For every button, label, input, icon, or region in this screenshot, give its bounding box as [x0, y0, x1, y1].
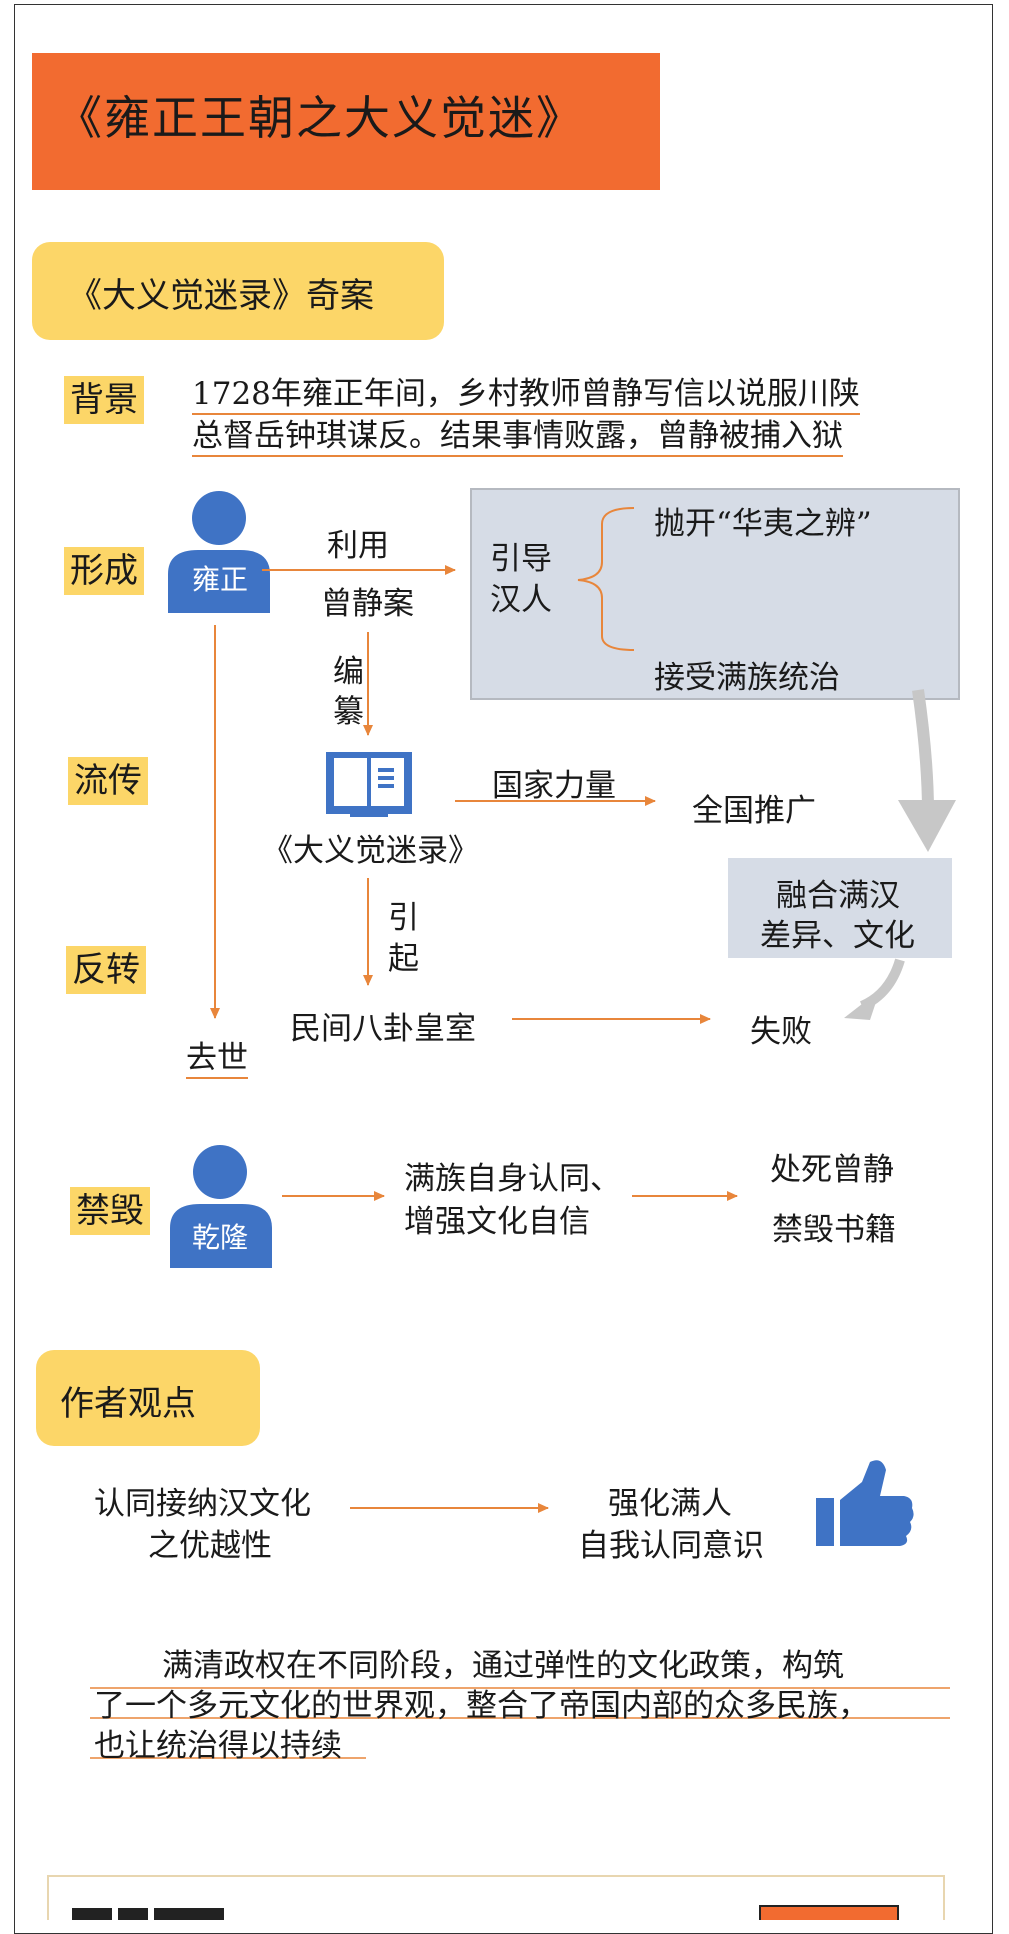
book-title: 《大义觉迷录》 [262, 833, 479, 869]
tag-spread: 流传 [68, 757, 148, 805]
guide-label-line2: 汉人 [490, 582, 552, 618]
emperor-name-qianlong: 乾隆 [192, 1221, 249, 1254]
thumbs-up-icon [816, 1460, 914, 1546]
section-heading-bg [36, 1350, 260, 1446]
use-label: 利用 [327, 528, 389, 564]
background-text-line1: 1728年雍正年间，乡村教师曾静写信以说服川陕 [192, 368, 860, 415]
nationwide-label: 全国推广 [692, 793, 816, 829]
identity-text-line2: 增强文化自信 [404, 1204, 590, 1240]
section-heading-case: 《大义觉迷录》奇案 [68, 276, 374, 316]
state-power-label: 国家力量 [492, 768, 616, 804]
emperor-name-yongzheng: 雍正 [192, 563, 249, 596]
death-label: 去世 [186, 1032, 248, 1079]
cause-label-1: 引 [388, 900, 419, 936]
tag-formation: 形成 [64, 547, 144, 595]
tag-reversal: 反转 [66, 946, 146, 994]
summary-line2: 了一个多元文化的世界观，整合了帝国内部的众多民族， [94, 1688, 869, 1724]
compile-label-2: 纂 [333, 694, 364, 730]
fuse-text-line1: 融合满汉 [776, 878, 900, 914]
gossip-label: 民间八卦皇室 [290, 1011, 476, 1047]
cause-label-2: 起 [388, 941, 419, 977]
opinion-left-line2: 之优越性 [148, 1528, 272, 1564]
guide-point-2: 接受满族统治 [654, 660, 840, 696]
person-icon [168, 491, 270, 613]
ban-result-1: 处死曾静 [770, 1152, 894, 1188]
section-heading-opinion: 作者观点 [60, 1384, 196, 1424]
case-label: 曾静案 [321, 586, 414, 622]
opinion-right-line2: 自我认同意识 [578, 1528, 764, 1564]
guide-label-line1: 引导 [490, 541, 552, 577]
title-banner [32, 53, 660, 190]
page-title: 《雍正王朝之大义觉迷》 [56, 91, 584, 145]
guide-point-1: 抛开“华夷之辨” [654, 506, 872, 542]
fuse-text-line2: 差异、文化 [760, 918, 915, 954]
opinion-right-line1: 强化满人 [608, 1486, 732, 1522]
opinion-left-line1: 认同接纳汉文化 [94, 1486, 311, 1522]
tag-background: 背景 [64, 376, 144, 424]
tag-ban: 禁毁 [70, 1187, 150, 1235]
summary-line3: 也让统治得以持续 [94, 1728, 342, 1764]
background-text-line2: 总督岳钟琪谋反。结果事情败露，曾静被捕入狱 [192, 410, 843, 457]
identity-text-line1: 满族自身认同、 [404, 1161, 621, 1197]
fail-label: 失败 [750, 1014, 812, 1050]
compile-label-1: 编 [333, 654, 364, 690]
summary-line1: 满清政权在不同阶段，通过弹性的文化政策，构筑 [162, 1648, 844, 1684]
guide-box [470, 488, 960, 700]
section-heading-bg [32, 242, 444, 340]
fuse-box [728, 858, 952, 958]
ban-result-2: 禁毁书籍 [772, 1212, 896, 1248]
book-icon [326, 752, 412, 817]
person-icon [170, 1145, 272, 1268]
